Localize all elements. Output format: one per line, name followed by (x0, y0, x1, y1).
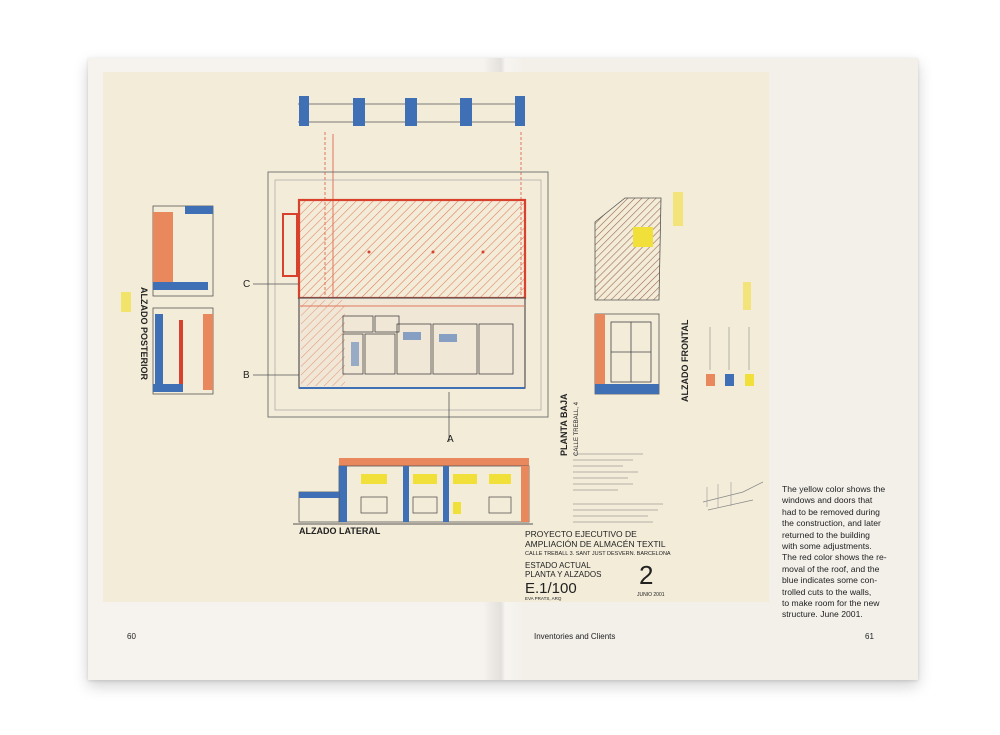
section-a-label: A (447, 434, 454, 445)
top-section-detail (298, 96, 525, 126)
ground-floor-label: PLANTA BAJA (559, 393, 569, 456)
figure-caption: The yellow color shows the windows and d… (782, 484, 887, 620)
ground-floor-plan (282, 198, 527, 389)
rear-elevation-label: ALZADO POSTERIOR (139, 287, 149, 381)
side-elevation: ALZADO LATERAL (293, 458, 533, 536)
section-b-label: B (243, 370, 250, 381)
margin-sketch (702, 481, 764, 511)
drawing-date: JUNIO 2001 (637, 592, 665, 598)
running-title: Inventories and Clients (534, 632, 616, 641)
side-elevation-label: ALZADO LATERAL (299, 526, 381, 536)
architectural-drawing: C B A PLANTA BAJA CALLE TREBALL, 4 ALZAD… (103, 72, 769, 602)
sheet-number: 2 (639, 560, 653, 590)
notes-list (573, 453, 663, 523)
street-label: CALLE TREBALL, 4 (574, 401, 580, 456)
title-block: PROYECTO EJECUTIVO DE AMPLIACIÓN DE ALMA… (525, 529, 671, 601)
right-page-number: 61 (865, 632, 874, 641)
architect-label: EVA PRATS, ARQ (525, 596, 562, 601)
section-c-label: C (243, 279, 250, 290)
scale-label: E.1/100 (525, 580, 577, 597)
rear-elevation: ALZADO POSTERIOR (121, 205, 214, 395)
color-legend (706, 327, 754, 386)
state-line-1: ESTADO ACTUAL (525, 561, 591, 570)
project-address: CALLE TREBALL 3. SANT JUST DESVERN. BARC… (525, 551, 671, 557)
project-title-line-1: PROYECTO EJECUTIVO DE (525, 529, 637, 539)
front-elevation-label: ALZADO FRONTAL (680, 319, 690, 402)
left-page-number: 60 (127, 632, 136, 641)
state-line-2: PLANTA Y ALZADOS (525, 570, 601, 579)
front-elevation: ALZADO FRONTAL (594, 192, 751, 402)
project-title-line-2: AMPLIACIÓN DE ALMACÉN TEXTIL (525, 539, 666, 549)
